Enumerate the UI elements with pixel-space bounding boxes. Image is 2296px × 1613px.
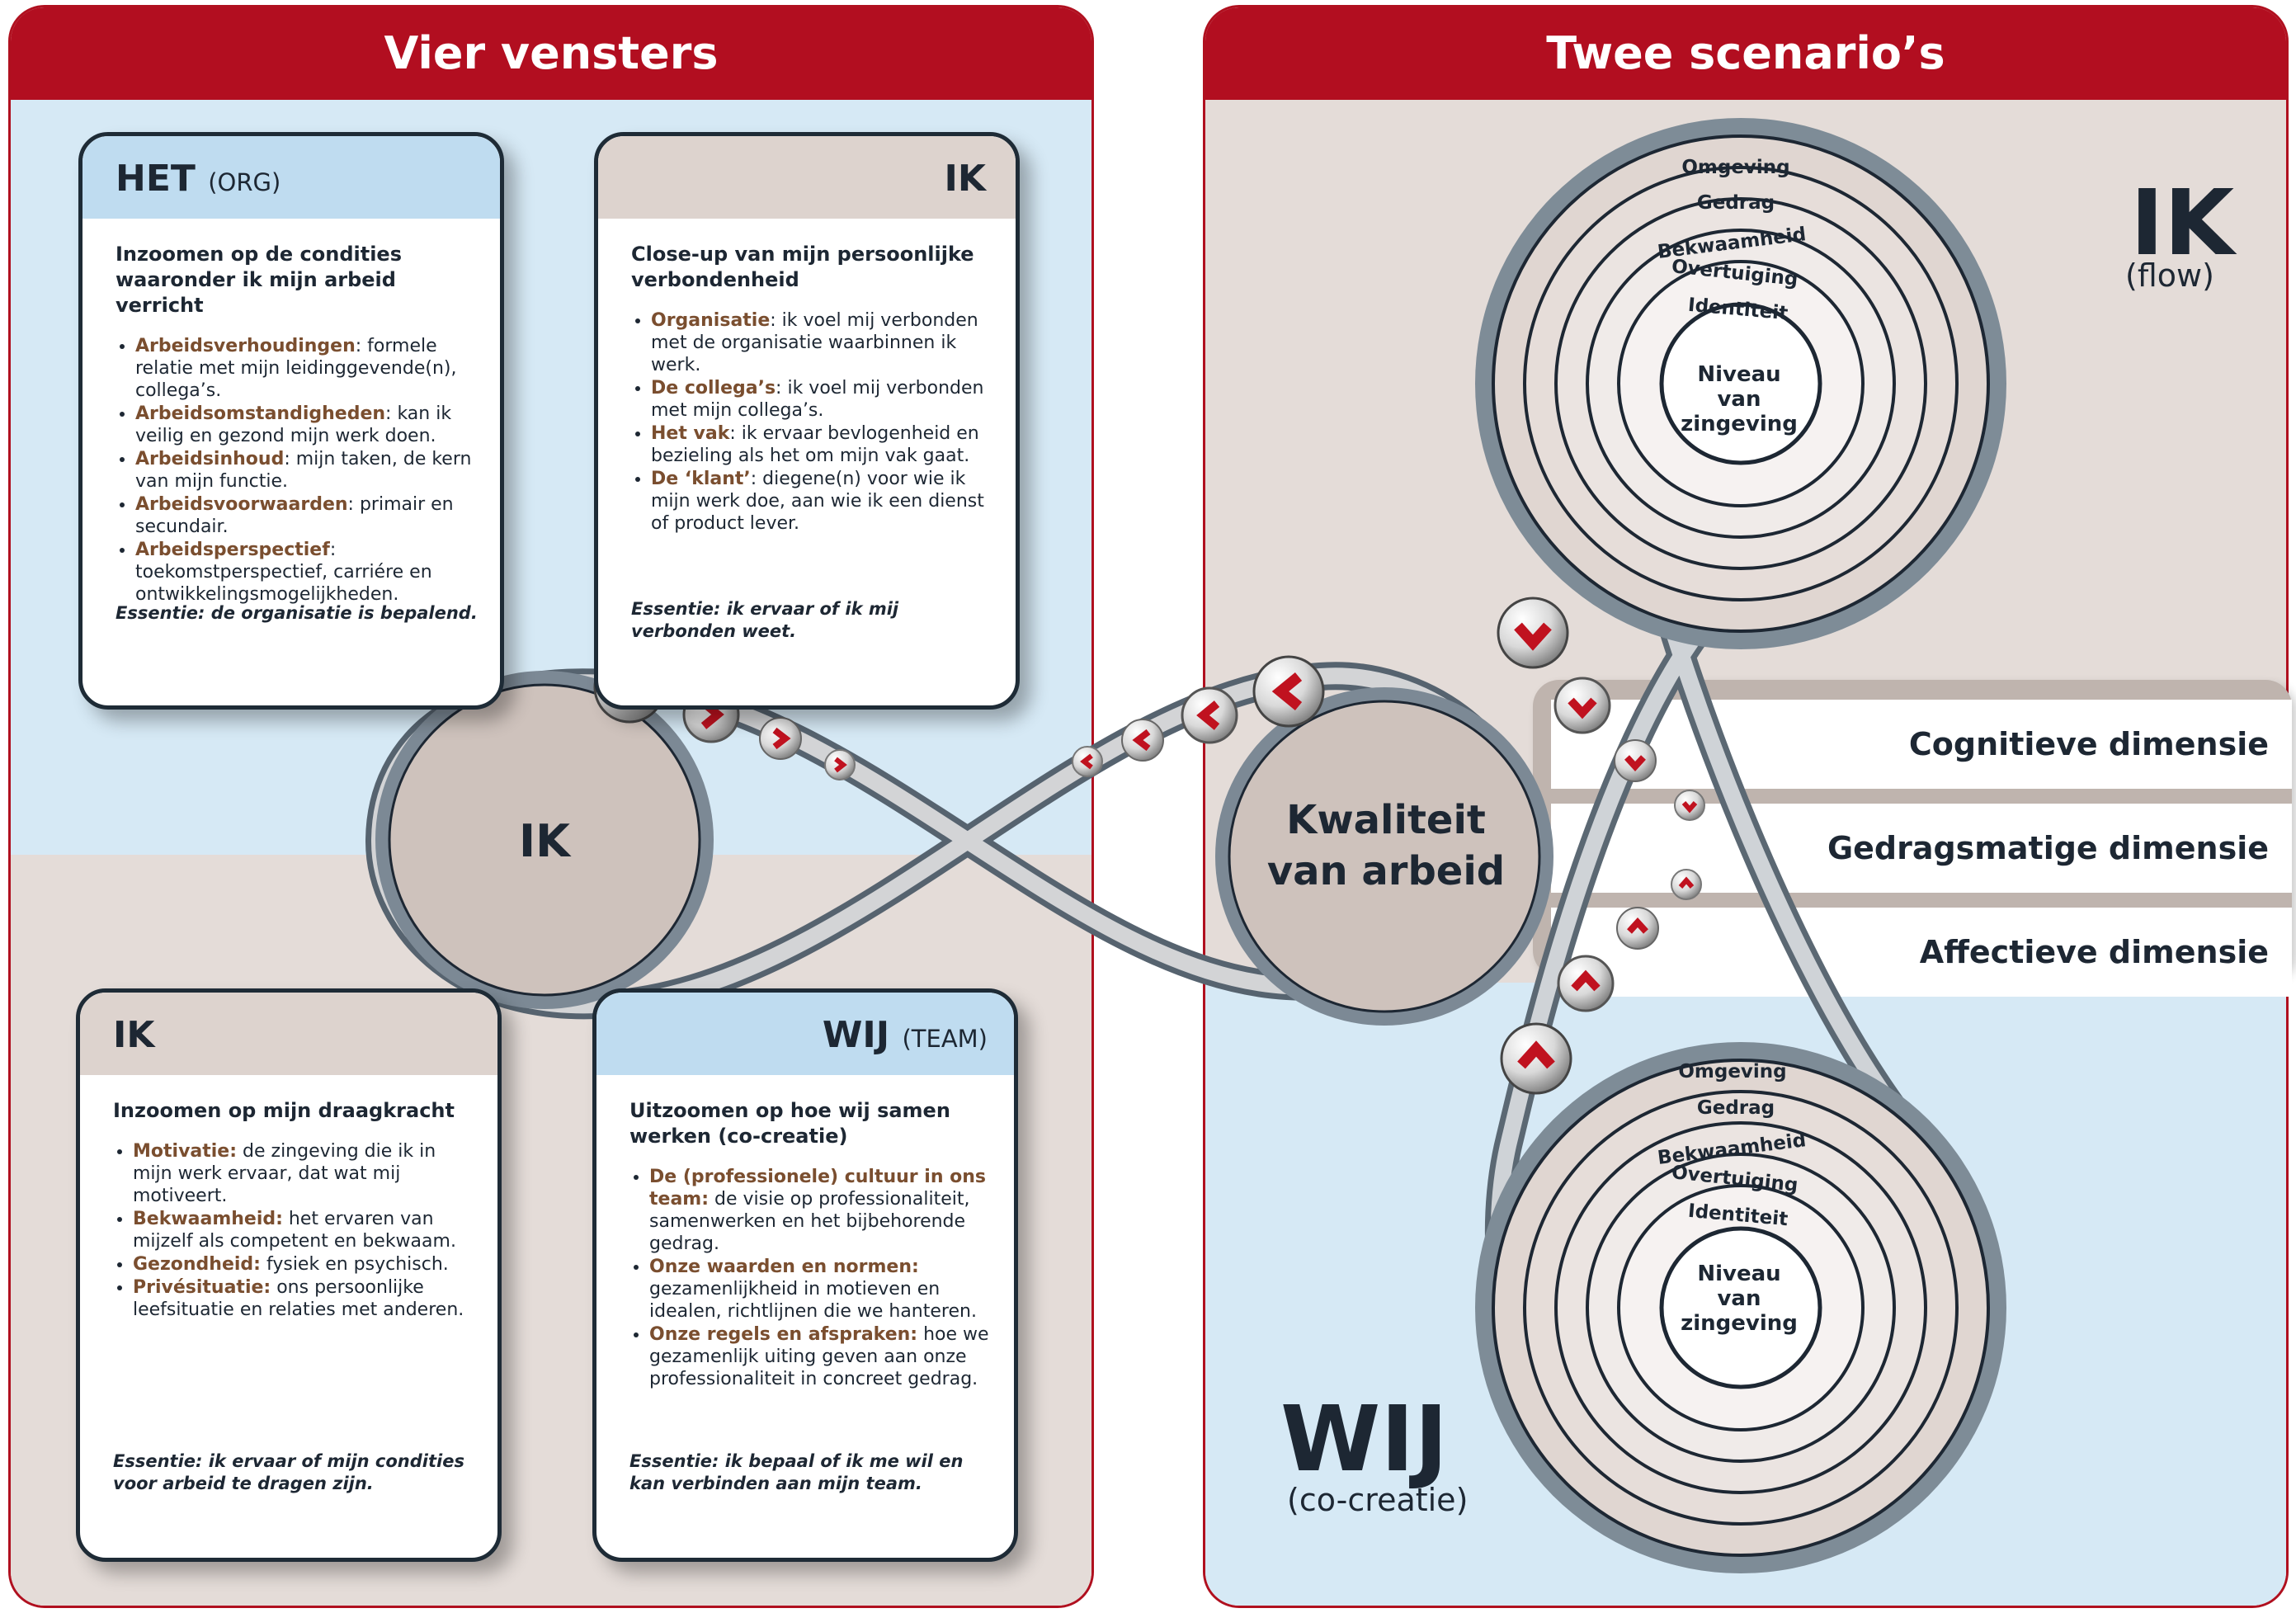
card-het-header: HET (ORG) (83, 136, 500, 219)
list-item: De collega’s: ik voel mij verbonden met … (651, 377, 991, 422)
card-ik-top-title: IK (944, 158, 986, 200)
chevron-ball-icon (1674, 790, 1705, 821)
card-ik-top-essence: Essentie: ik ervaar of ik mij verbonden … (631, 599, 899, 641)
list-item: Arbeidsomstandigheden: kan ik veilig en … (135, 403, 475, 447)
ring-label-gedrag-top: Gedrag (1697, 192, 1775, 214)
dimension-cognitive: Cognitieve dimensie (1551, 700, 2292, 789)
card-ik-bottom: IK Inzoomen op mijn draagkracht Motivati… (76, 988, 502, 1562)
core-label-2-bottom: van (1717, 1286, 1761, 1311)
card-wij-title: WIJ (TEAM) (822, 1014, 988, 1056)
core-label-2-top: van (1717, 387, 1761, 412)
list-item: Privésituatie: ons persoonlijke leefsitu… (133, 1276, 473, 1321)
card-wij-list: De (professionele) cultuur in ons team: … (629, 1166, 989, 1390)
card-ik-top-body: Close-up van mijn persoonlijke verbonden… (598, 219, 1016, 535)
chevron-ball-icon (1072, 746, 1103, 777)
card-het-essence: Essentie: de organisatie is bepalend. (116, 603, 478, 623)
circle-kwaliteit-label-1: Kwaliteit (1286, 797, 1486, 843)
card-wij-header: WIJ (TEAM) (596, 993, 1014, 1075)
list-item: Onze regels en afspraken: hoe we gezamen… (649, 1323, 989, 1390)
core-label-3-bottom: zingeving (1681, 1311, 1798, 1336)
card-ik-top-list: Organisatie: ik voel mij verbonden met d… (631, 309, 991, 535)
scenario-ik-title: IK (2130, 170, 2235, 276)
chevron-ball-icon (1500, 1022, 1572, 1095)
scenario-wij-subtitle: (co-creatie) (1287, 1482, 1469, 1518)
list-item: Bekwaamheid: het ervaren van mijzelf als… (133, 1208, 473, 1252)
card-wij-essence: Essentie: ik bepaal of ik me wil en kan … (629, 1451, 964, 1493)
card-het-list: Arbeidsverhoudingen: formele relatie met… (116, 335, 475, 606)
circle-kwaliteit-label-2: van arbeid (1267, 848, 1505, 894)
list-item: Onze waarden en normen: gezamenlijkheid … (649, 1256, 989, 1323)
chevron-ball-icon (824, 749, 856, 781)
card-wij: WIJ (TEAM) Uitzoomen op hoe wij samen we… (592, 988, 1018, 1562)
card-ik-bottom-header: IK (80, 993, 497, 1075)
ring-label-gedrag-bottom: Gedrag (1697, 1097, 1775, 1119)
chevron-ball-icon (1557, 955, 1615, 1012)
right-panel-title: Twee scenario’s (1205, 7, 2286, 100)
core-label-1-top: Niveau (1697, 362, 1780, 387)
list-item: Arbeidsperspectief: toekomstperspectief,… (135, 539, 475, 606)
scenario-wij-title: WIJ (1280, 1386, 1449, 1492)
card-ik-bottom-essence: Essentie: ik ervaar of mijn condities vo… (113, 1451, 464, 1493)
chevron-ball-icon (1252, 655, 1325, 728)
chevron-ball-icon (1121, 719, 1164, 762)
list-item: Arbeidsverhoudingen: formele relatie met… (135, 335, 475, 402)
list-item: De ‘klant’: diegene(n) voor wie ik mijn … (651, 468, 991, 535)
dimension-affective: Affectieve dimensie (1551, 908, 2292, 997)
circle-kwaliteit: Kwaliteit van arbeid (1215, 687, 1553, 1026)
card-het-intro: Inzoomen op de condities waaronder ik mi… (116, 243, 402, 317)
card-ik-top-intro: Close-up van mijn persoonlijke verbonden… (631, 243, 974, 291)
left-panel-title: Vier vensters (11, 7, 1091, 100)
card-ik-bottom-title: IK (113, 1014, 155, 1056)
list-item: Het vak: ik ervaar bevlogenheid en bezie… (651, 422, 991, 467)
card-ik-bottom-body: Inzoomen op mijn draagkracht Motivatie: … (80, 1075, 497, 1321)
list-item: De (professionele) cultuur in ons team: … (649, 1166, 989, 1255)
target-bottom (1475, 1042, 2006, 1573)
card-ik-top: IK Close-up van mijn persoonlijke verbon… (594, 132, 1020, 710)
scenario-ik-subtitle: (flow) (2125, 257, 2214, 294)
chevron-ball-icon (1614, 739, 1657, 782)
list-item: Gezondheid: fysiek en psychisch. (133, 1253, 473, 1276)
list-item: Organisatie: ik voel mij verbonden met d… (651, 309, 991, 376)
list-item: Motivatie: de zingeving die ik in mijn w… (133, 1140, 473, 1207)
card-ik-top-header: IK (598, 136, 1016, 219)
card-ik-bottom-intro: Inzoomen op mijn draagkracht (113, 1099, 455, 1122)
ring-label-omgeving-top: Omgeving (1681, 157, 1789, 178)
card-ik-bottom-list: Motivatie: de zingeving die ik in mijn w… (113, 1140, 473, 1321)
card-wij-intro: Uitzoomen op hoe wij samen werken (co-cr… (629, 1099, 950, 1148)
card-het: HET (ORG) Inzoomen op de condities waaro… (78, 132, 504, 710)
chevron-ball-icon (1671, 869, 1702, 900)
ring-label-omgeving-bottom: Omgeving (1678, 1061, 1786, 1082)
core-label-1-bottom: Niveau (1697, 1262, 1780, 1286)
chevron-ball-icon (1181, 686, 1238, 744)
card-het-body: Inzoomen op de condities waaronder ik mi… (83, 219, 500, 606)
list-item: Arbeidsinhoud: mijn taken, de kern van m… (135, 448, 475, 493)
chevron-ball-icon (1616, 907, 1659, 950)
card-wij-body: Uitzoomen op hoe wij samen werken (co-cr… (596, 1075, 1014, 1390)
core-label-3-top: zingeving (1681, 412, 1798, 436)
list-item: Arbeidsvoorwaarden: primair en secundair… (135, 493, 475, 538)
chevron-ball-icon (1497, 597, 1569, 669)
chevron-ball-icon (1553, 677, 1611, 734)
circle-ik-label: IK (519, 815, 572, 867)
target-top (1475, 118, 2006, 649)
circle-ik: IK (375, 671, 714, 1009)
card-het-title: HET (ORG) (116, 158, 281, 200)
chevron-ball-icon (759, 717, 802, 760)
